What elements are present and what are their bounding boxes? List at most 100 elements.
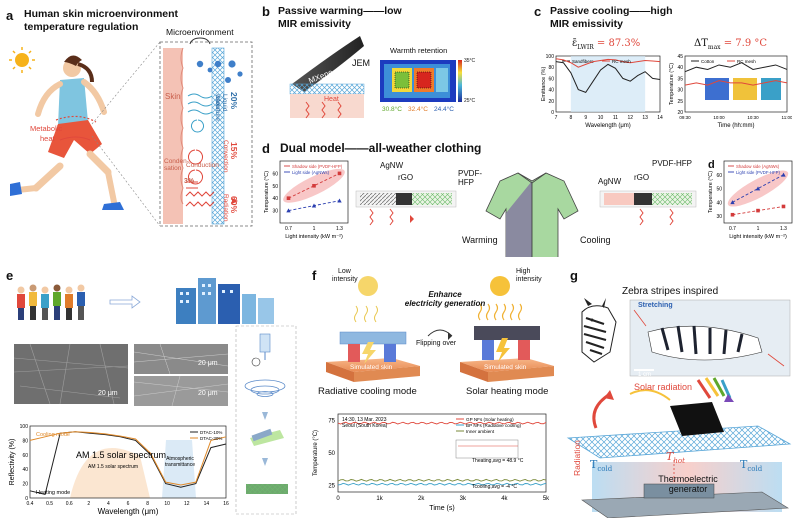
f-annot-heating: Theating,avg = 48.9 °C: [472, 458, 524, 464]
eps-annotation: ε̄LWIR = 87.3%: [572, 38, 640, 51]
d-right-legend-0: Shadow side (AgNWs): [736, 164, 780, 169]
pct-20: 20%: [229, 92, 239, 110]
c-right-legend-0: Cotton: [701, 59, 715, 64]
colorbar-min: 25°C: [464, 98, 476, 104]
panel-e-label: e: [6, 268, 14, 283]
dt-symbol: ΔT: [694, 38, 708, 49]
c-right-xtick: 09:30: [679, 115, 691, 120]
c-left-series-1: [555, 58, 661, 68]
d-right-point: [755, 186, 761, 191]
panel-g-label: g: [570, 268, 578, 283]
t-hot-t: T: [666, 450, 674, 463]
pvdf-right: PVDF-HFP: [652, 159, 692, 168]
panel-d-illustration: [355, 172, 697, 257]
sem-scale-1: 20 μm: [198, 360, 218, 367]
d-right-frame: [723, 160, 793, 224]
electrospinning-icon: [244, 333, 288, 494]
t-hot: Thot: [666, 450, 685, 465]
c-right-ylabel: Temperature (°C): [669, 63, 675, 105]
f-series-2: [337, 478, 547, 482]
e-ytick: 20: [22, 482, 28, 488]
thermoelectric-label: Thermoelectric generator: [650, 474, 726, 494]
e-am15-small: AM 1.5 solar spectrum: [88, 464, 138, 470]
c-right-xtick: 10:00: [713, 115, 725, 120]
eps-symbol: ε̄: [572, 38, 578, 49]
d-right-point: [781, 172, 786, 177]
pvdf-left-2: HFP: [458, 178, 474, 187]
agnw-left: AgNW: [380, 161, 404, 170]
c-left-xtick: 7: [555, 115, 558, 121]
e-series-1: [29, 431, 227, 486]
mode-left: Radiative cooling mode: [318, 386, 417, 397]
buildings-icon: [176, 278, 274, 324]
e-xtick: 16: [223, 501, 229, 507]
e-frame: [29, 425, 227, 499]
enhance-line-2: electricity generation: [404, 299, 486, 308]
panel-f-illustration: [326, 276, 554, 382]
panel-g-illustration: [566, 298, 792, 518]
warming-label: Warming: [462, 235, 498, 245]
c-left-ytick: 100: [546, 54, 555, 60]
d-left-xtick: 1: [313, 226, 316, 232]
c-right-ytick: 35: [677, 76, 683, 82]
d-right-point: [781, 204, 786, 209]
e-heating-mode: Heating mode: [36, 490, 70, 496]
rgo-left: rGO: [398, 173, 414, 182]
eps-sub: LWIR: [577, 44, 594, 51]
f-xtick: 3k: [460, 496, 467, 502]
e-xtick: 0.4: [27, 501, 34, 507]
condensation-line-2: sation: [164, 165, 182, 172]
temp-3: 24.4°C: [434, 106, 454, 113]
d-left-point: [312, 184, 316, 188]
d-right-point: [730, 212, 735, 217]
e-legend-0: DTAC-10%: [200, 430, 222, 435]
pvdf-left-1: PVDF-: [458, 169, 482, 178]
c-right-xtick: 11:00: [782, 115, 792, 120]
e-ytick: 0: [25, 496, 28, 502]
f-ytick: 25: [328, 484, 335, 490]
d-left-ytick: 60: [272, 171, 278, 177]
c-left-xtick: 12: [628, 115, 634, 121]
d-right-ytick: 60: [716, 173, 722, 179]
c-right-ytick: 25: [677, 99, 683, 105]
d-right-point: [756, 208, 760, 213]
d-left-frame: [279, 160, 349, 224]
f-legend-0: GP NFs (Solar heating): [466, 417, 514, 422]
panel-a-illustration: [9, 37, 253, 227]
panel-f: f Low intensity High in: [310, 262, 560, 518]
d-left-ytick: 30: [272, 209, 278, 215]
panel-b-illustration: [289, 36, 462, 119]
temp-2: 32.4°C: [408, 106, 428, 113]
f-frame: [337, 413, 547, 493]
d-left-ytick: 40: [272, 196, 278, 202]
c-left-xtick: 10: [598, 115, 604, 121]
e-atm-area: [162, 440, 196, 498]
c-left-xtick: 9: [584, 115, 587, 121]
panel-a: a Human skin microenvironment temperatur…: [0, 0, 258, 245]
d-right-xtick: 0.7: [729, 226, 736, 232]
panel-c-title-1: Passive cooling——high: [550, 5, 673, 17]
runner-figure: [10, 55, 124, 210]
sem-scale-2: 20 μm: [198, 390, 218, 397]
jacket-icon: [485, 172, 579, 257]
f-xtick: 5k: [543, 496, 550, 502]
dt-value: = 7.9 °C: [720, 38, 768, 49]
thermo-line-2: generator: [668, 484, 708, 494]
panel-d-label: d: [262, 141, 270, 156]
panel-f-label: f: [312, 268, 317, 283]
c-left-xlabel: Wavelength (μm): [585, 123, 631, 129]
pct-15: 15%: [229, 142, 239, 160]
t-cold-right-sub: cold: [747, 465, 763, 474]
d-left-xtick: 0.7: [285, 226, 292, 232]
high-intensity-2: intensity: [516, 276, 542, 283]
f-series-0: [337, 421, 547, 425]
c-right-xtick: 10:30: [747, 115, 759, 120]
f-place: Seoul (South Korea): [342, 423, 388, 429]
f-xtick: 2k: [418, 496, 425, 502]
d-left-series-0: [288, 172, 340, 199]
